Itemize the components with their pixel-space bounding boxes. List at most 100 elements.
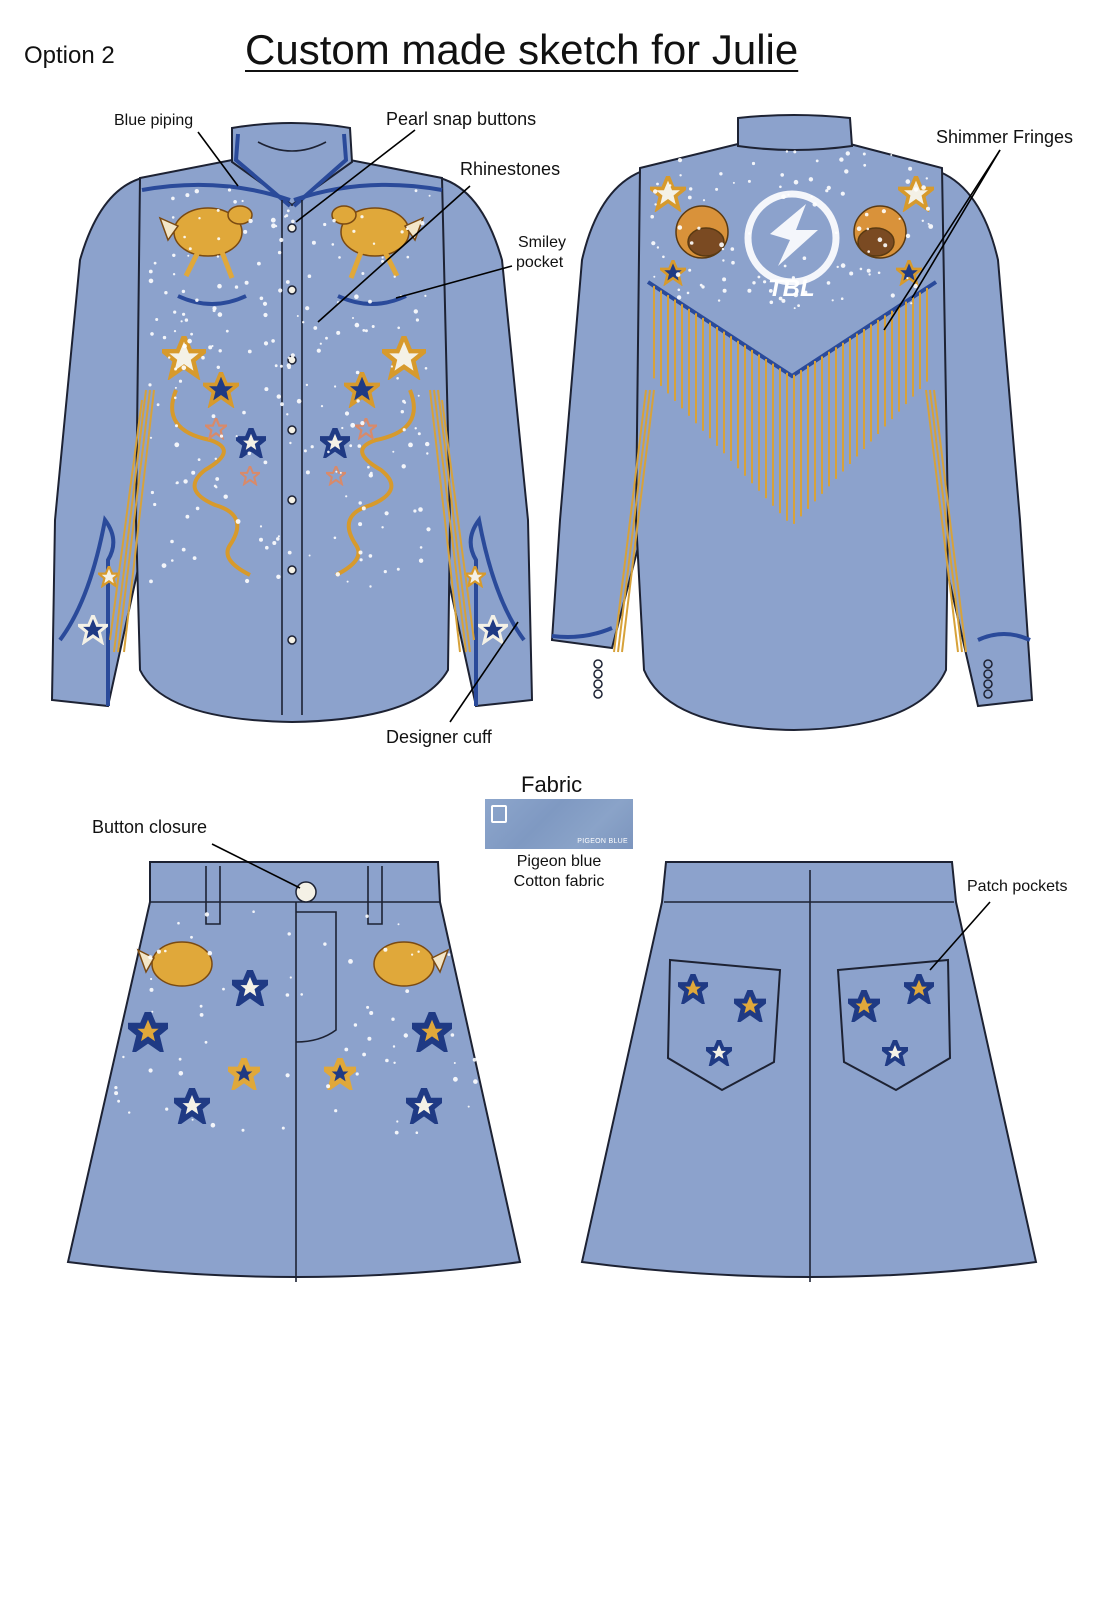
- rhinestone-dot: [856, 226, 862, 231]
- rhinestone-dot: [148, 1068, 153, 1073]
- rhinestone-dot: [279, 364, 283, 368]
- rhinestone-dot: [362, 1052, 366, 1057]
- rhinestone-dot: [148, 269, 153, 274]
- rhinestone-dot: [831, 299, 834, 302]
- rhinestone-dot: [748, 232, 751, 235]
- rhinestone-dot: [418, 558, 424, 563]
- rhinestone-dot: [174, 442, 180, 448]
- rhinestone-dot: [149, 436, 153, 439]
- rhinestone-dot: [426, 527, 431, 532]
- back-lightning-emblem: [744, 190, 840, 286]
- rhinestone-dot: [287, 356, 291, 360]
- rhinestone-dot: [172, 273, 176, 276]
- rhinestone-dot: [825, 189, 829, 193]
- rhinestone-dot: [793, 179, 799, 185]
- rhinestone-dot: [453, 1076, 458, 1082]
- rhinestone-dot: [190, 935, 193, 939]
- rhinestone-dot: [385, 1058, 389, 1063]
- rhinestone-dot: [815, 159, 819, 163]
- rhinestone-dot: [302, 321, 305, 324]
- rhinestone-dot: [372, 242, 376, 245]
- rhinestone-dot: [368, 473, 373, 478]
- rhinestone-dot: [164, 291, 168, 295]
- rhinestone-dot: [148, 955, 153, 960]
- rhinestone-dot: [285, 280, 290, 284]
- rhinestone-dot: [263, 312, 268, 318]
- rhinestone-dot: [757, 275, 761, 279]
- rhinestone-dot: [844, 169, 849, 174]
- rhinestone-dot: [921, 185, 926, 190]
- rhinestone-dot: [199, 1013, 204, 1017]
- rhinestone-dot: [778, 296, 783, 301]
- rhinestone-dot: [675, 272, 681, 277]
- rhinestone-dot: [397, 923, 400, 926]
- rhinestone-dot: [715, 187, 719, 191]
- rhinestone-dot: [669, 184, 672, 187]
- rhinestone-dot: [171, 196, 175, 201]
- rhinestone-dot: [913, 283, 918, 289]
- rhinestone-dot: [241, 199, 244, 203]
- back-cuff-buttons: [593, 659, 993, 699]
- rhinestone-dot: [190, 332, 194, 336]
- rhinestone-dot: [686, 291, 690, 295]
- rhinestone-dot: [263, 341, 269, 346]
- rhinestone-dot: [826, 185, 831, 190]
- rhinestone-dot: [174, 396, 177, 400]
- rhinestone-dot: [245, 578, 250, 584]
- rhinestone-dot: [730, 247, 735, 251]
- rhinestone-dot: [779, 185, 782, 189]
- rhinestone-dot: [883, 243, 888, 248]
- rhinestone-dot: [171, 559, 174, 562]
- rhinestone-dot: [406, 255, 410, 259]
- rhinestone-dot: [732, 181, 735, 184]
- rhinestone-dot: [866, 268, 871, 273]
- rhinestone-dot: [392, 450, 395, 453]
- rhinestone-dot: [210, 1122, 216, 1128]
- fabric-swatch: PIGEON BLUE: [485, 799, 633, 849]
- rhinestone-dot: [211, 414, 216, 419]
- rhinestone-dot: [350, 422, 356, 428]
- rhinestone-dot: [323, 222, 327, 227]
- rhinestone-dot: [927, 222, 930, 225]
- rhinestone-dot: [181, 365, 187, 371]
- rhinestone-dot: [793, 292, 799, 298]
- rhinestone-dot: [153, 261, 157, 265]
- rhinestone-dot: [467, 1105, 470, 1108]
- rhinestone-dot: [217, 237, 221, 241]
- rhinestone-dot: [235, 435, 238, 438]
- rhinestone-dot: [812, 202, 817, 207]
- rhinestone-dot: [218, 349, 222, 353]
- rhinestone-dot: [354, 322, 360, 328]
- rhinestone-dot: [791, 276, 796, 280]
- skirt-horse-left: [136, 941, 213, 987]
- rhinestone-dot: [864, 212, 869, 217]
- rhinestone-dot: [333, 536, 337, 540]
- rhinestone-dot: [415, 318, 419, 322]
- skirt-front-button: [295, 881, 317, 903]
- rhinestone-dot: [149, 579, 153, 584]
- label-designer-cuff: Designer cuff: [386, 727, 492, 747]
- rhinestone-dot: [808, 177, 814, 182]
- rhinestone-dot: [356, 399, 360, 403]
- label-button-closure: Button closure: [92, 817, 208, 837]
- rhinestone-dot: [346, 580, 349, 583]
- rhinestone-dot: [719, 172, 723, 176]
- rhinestone-dot: [201, 355, 205, 360]
- rhinestone-dot: [763, 280, 767, 284]
- fabric-name: Pigeon blue Cotton fabric: [485, 852, 633, 892]
- label-blue-piping: Blue piping: [114, 112, 194, 129]
- rhinestone-dot: [905, 179, 911, 184]
- rhinestone-dot: [197, 458, 201, 461]
- rhinestone-dot: [719, 242, 724, 248]
- rhinestone-dot: [369, 1011, 374, 1015]
- rhinestone-dot: [305, 306, 310, 311]
- annotation-leaders: [197, 129, 1001, 971]
- front-lasso-right: [335, 389, 416, 577]
- rhinestone-dot: [890, 154, 893, 156]
- rhinestone-dot: [213, 484, 217, 488]
- back-skirt-body: [580, 861, 1038, 1278]
- front-left-sleeve: [50, 176, 152, 708]
- rhinestone-dot: [270, 217, 276, 223]
- rhinestone-dot: [265, 545, 269, 550]
- rhinestone-dot: [122, 1055, 125, 1059]
